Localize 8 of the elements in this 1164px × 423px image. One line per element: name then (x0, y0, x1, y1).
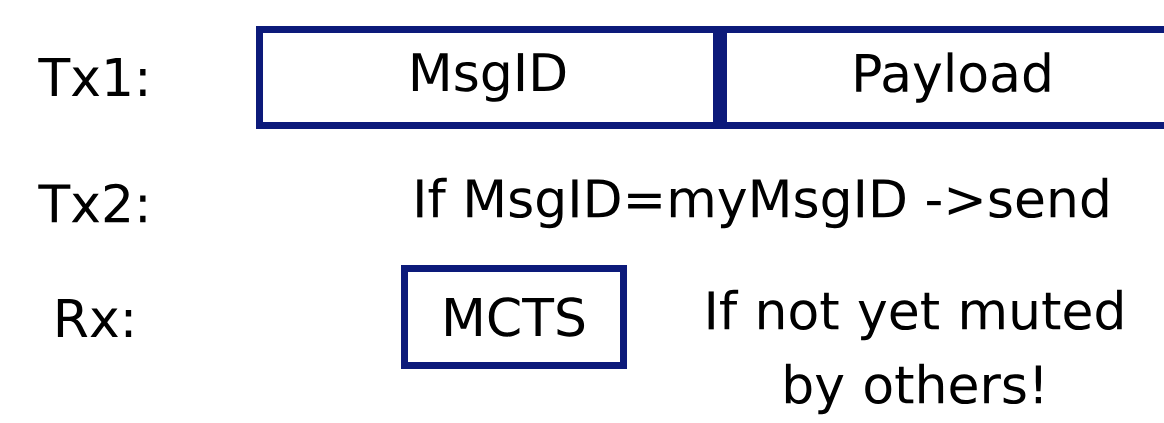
field-box: MCTS (401, 265, 627, 369)
text-label: If MsgID=myMsgID ->send (417, 177, 1108, 229)
field-box: MsgID (256, 26, 720, 129)
text-label: If not yet muted by others! (708, 289, 1122, 415)
text-label: Tx2: (38, 183, 146, 223)
text-label: Tx1: (38, 58, 146, 96)
text-label: Rx: (57, 299, 132, 337)
field-box: Payload (720, 26, 1164, 129)
